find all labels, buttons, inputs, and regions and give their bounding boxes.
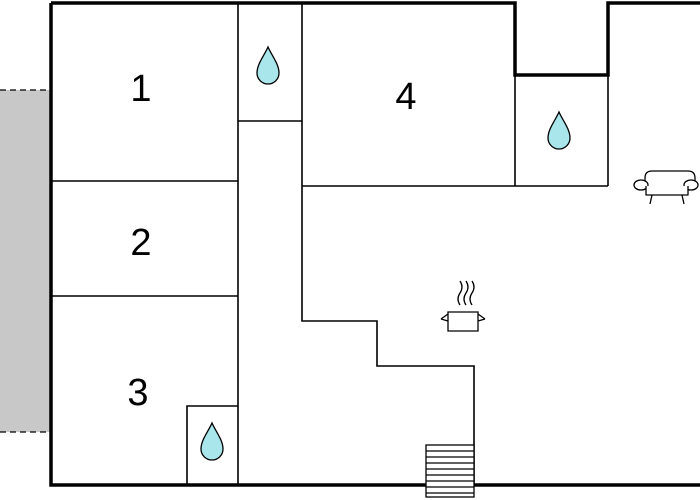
- room-label-3: 3: [127, 372, 148, 414]
- water-drop-icon: [547, 110, 571, 150]
- cooking-pot-icon: [440, 280, 486, 332]
- room-label-1: 1: [130, 68, 151, 110]
- sofa-icon: [633, 170, 699, 205]
- water-drop-icon: [200, 421, 224, 461]
- water-drop-icon: [256, 45, 280, 85]
- room-label-2: 2: [130, 222, 151, 264]
- room-label-4: 4: [395, 76, 416, 118]
- stairs-icon: [425, 444, 475, 498]
- interior-walls: [51, 3, 609, 485]
- outer-wall: [49, 1, 700, 487]
- terrace: [0, 89, 51, 433]
